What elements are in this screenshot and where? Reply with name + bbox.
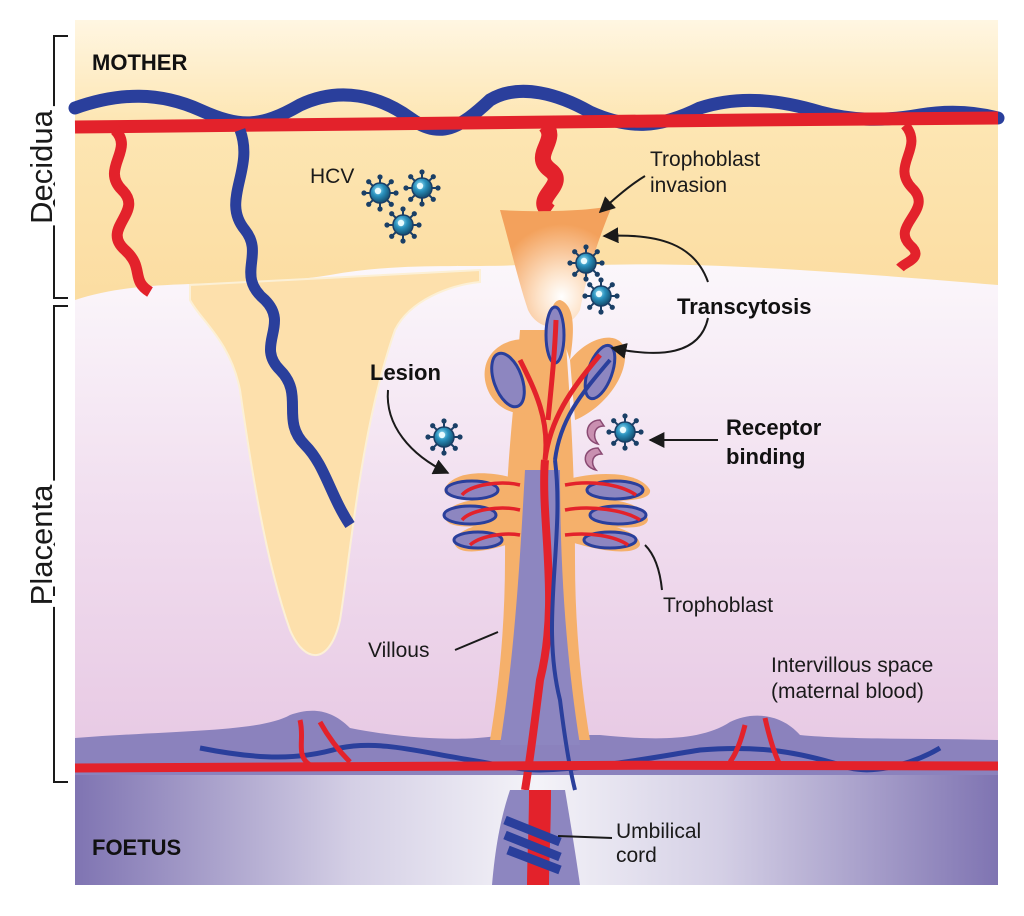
decidua-bracket bbox=[53, 35, 68, 299]
leader-umbilical bbox=[557, 835, 613, 839]
umbilical-vein bbox=[503, 815, 562, 875]
umbilical-artery bbox=[527, 789, 551, 886]
arrow-transcytosis-down bbox=[610, 317, 709, 359]
maternal-artery-top bbox=[74, 111, 999, 134]
label-umbilical-1: Umbilical bbox=[616, 820, 701, 843]
hcv-virus-5 bbox=[581, 276, 621, 316]
hcv-virus-6 bbox=[605, 412, 645, 452]
leader-trophoblast bbox=[644, 544, 663, 591]
label-umbilical-2: cord bbox=[616, 844, 657, 867]
leader-villous bbox=[454, 631, 499, 651]
hcv-virus-2 bbox=[402, 168, 442, 208]
label-receptor-binding-2: binding bbox=[726, 444, 805, 469]
trophoblast-invasion-cone bbox=[500, 206, 612, 327]
hcv-virus-1 bbox=[360, 173, 400, 213]
villous-artery bbox=[521, 459, 554, 791]
arrow-transcytosis-up bbox=[602, 227, 709, 283]
label-decidua: Decidua bbox=[24, 109, 59, 223]
label-hcv: HCV bbox=[310, 165, 354, 188]
label-villous: Villous bbox=[368, 639, 429, 662]
spiral-artery-left bbox=[109, 126, 154, 297]
arrow-lesion bbox=[386, 389, 450, 475]
label-placenta: Placenta bbox=[24, 484, 59, 605]
villous-stem bbox=[500, 470, 580, 745]
decidual-vein bbox=[230, 128, 355, 529]
label-trophoblast-invasion-2: invasion bbox=[650, 174, 727, 197]
spiral-artery-center bbox=[535, 119, 564, 219]
hcv-virus-3 bbox=[383, 205, 423, 245]
label-lesion: Lesion bbox=[370, 360, 441, 385]
label-foetus: FOETUS bbox=[92, 835, 181, 860]
label-trophoblast-invasion-1: Trophoblast bbox=[650, 148, 760, 171]
foetal-artery-plate bbox=[74, 760, 999, 773]
label-trophoblast: Trophoblast bbox=[663, 594, 773, 617]
receptor-1 bbox=[586, 419, 606, 446]
receptor-2 bbox=[584, 447, 604, 472]
plate-bump-vessels-left bbox=[297, 719, 352, 768]
villous-branches-left bbox=[442, 473, 521, 552]
hcv-virus-7 bbox=[424, 417, 464, 457]
label-intervillous-2: (maternal blood) bbox=[771, 680, 924, 703]
label-mother: MOTHER bbox=[92, 50, 187, 75]
villous-branches-right bbox=[564, 474, 651, 552]
label-transcytosis: Transcytosis bbox=[677, 294, 812, 319]
hcv-virus-4 bbox=[566, 243, 606, 283]
spiral-artery-right bbox=[896, 121, 924, 272]
plate-bump-vessels-right bbox=[727, 717, 783, 767]
label-receptor-binding-1: Receptor bbox=[726, 415, 822, 440]
decidual-septum bbox=[189, 268, 481, 657]
placenta-bracket bbox=[53, 305, 68, 783]
arrow-invasion bbox=[598, 175, 646, 214]
villous-artery-branch bbox=[517, 319, 602, 461]
label-intervillous-1: Intervillous space bbox=[771, 654, 933, 677]
